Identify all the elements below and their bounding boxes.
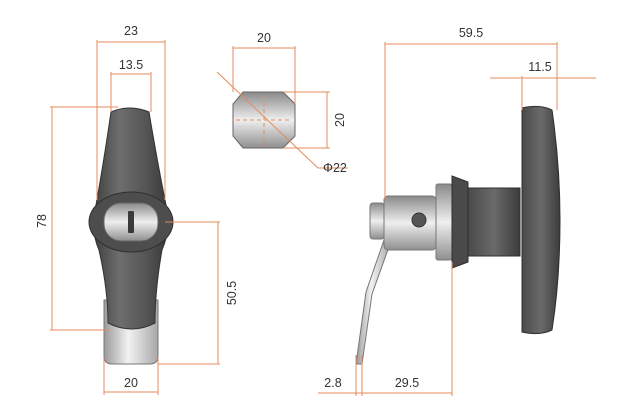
dim-side-cam-thickness: 2.8: [324, 376, 341, 390]
front-view: 23 13.5 78 50.5 20: [35, 24, 239, 395]
side-t-handle: [521, 105, 561, 335]
dim-front-width-inner: 13.5: [119, 58, 143, 72]
side-housing: [467, 187, 521, 257]
dim-line-cam-diameter: [216, 71, 319, 169]
side-cam-arm: [355, 239, 391, 365]
dim-front-width-bottom: 20: [124, 376, 138, 390]
dim-side-cam-offset: 29.5: [395, 376, 419, 390]
dim-cam-width: 20: [257, 31, 271, 45]
side-pin: [411, 212, 427, 228]
dim-side-total-depth: 59.5: [459, 26, 483, 40]
dim-front-height-total: 78: [35, 214, 49, 228]
dim-front-height-lower: 50.5: [225, 281, 239, 305]
side-screw: [369, 202, 385, 240]
dim-side-handle-depth: 11.5: [528, 60, 551, 74]
cam-view: 20 20 Φ22: [216, 31, 348, 175]
dim-cam-diameter: Φ22: [323, 161, 347, 175]
dim-cam-height: 20: [333, 113, 347, 127]
side-bezel: [451, 175, 469, 269]
dim-front-width-top: 23: [124, 24, 138, 38]
keyhole-icon: [128, 211, 134, 233]
side-body: [383, 195, 437, 251]
side-nut: [435, 183, 453, 261]
side-view: 59.5 11.5 2.8 29.5: [318, 26, 596, 396]
